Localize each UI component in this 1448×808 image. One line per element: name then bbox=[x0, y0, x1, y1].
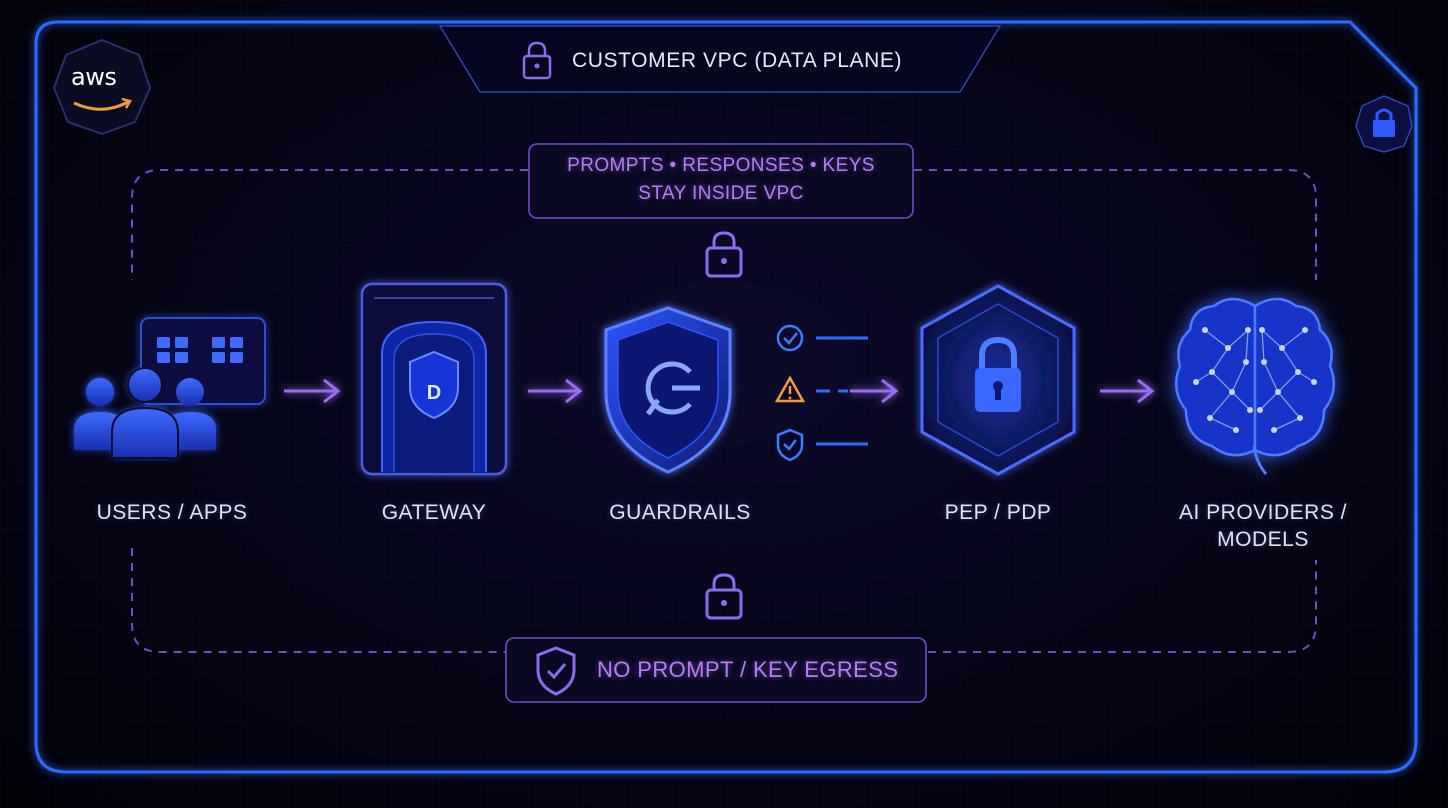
node-label-gateway: GATEWAY bbox=[381, 501, 487, 524]
title-tab bbox=[438, 25, 1002, 93]
aws-logo bbox=[52, 38, 152, 136]
callout-bottom-shield-icon bbox=[536, 646, 576, 696]
callout-top-box bbox=[528, 143, 914, 219]
brain-icon bbox=[1174, 297, 1336, 475]
vpc-dashed-boundary bbox=[131, 169, 1317, 653]
padlock-hexagon-icon bbox=[920, 284, 1076, 476]
warning-triangle-icon bbox=[774, 375, 848, 403]
callout-bottom-text: NO PROMPT / KEY EGRESS bbox=[597, 657, 899, 682]
callout-top-lock-icon bbox=[705, 231, 743, 278]
callout-top-line2: STAY INSIDE VPC bbox=[638, 183, 804, 204]
page-title: CUSTOMER VPC (DATA PLANE) bbox=[572, 49, 903, 72]
node-label-ai-line2: MODELS bbox=[1217, 528, 1309, 551]
callout-bottom-lock-icon bbox=[705, 573, 743, 620]
vpc-frame bbox=[34, 20, 1418, 774]
callout-top-text: PROMPTS • RESPONSES • KEYS STAY INSIDE V… bbox=[531, 152, 911, 208]
flow-arrows bbox=[284, 378, 1155, 404]
node-label-ai: AI PROVIDERS / MODELS bbox=[1153, 499, 1373, 553]
node-label-guardrails: GUARDRAILS bbox=[609, 501, 751, 524]
callout-top-line1: PROMPTS • RESPONSES • KEYS bbox=[567, 155, 875, 176]
shield-check-icon bbox=[776, 428, 868, 462]
gateway-badge-letter: D bbox=[427, 382, 441, 404]
gateway-door-icon bbox=[360, 282, 508, 476]
check-circle-icon bbox=[776, 324, 868, 352]
node-label-users: USERS / APPS bbox=[96, 501, 248, 524]
users-icon bbox=[74, 317, 266, 459]
corner-lock-icon bbox=[1355, 95, 1413, 153]
node-label-ai-line1: AI PROVIDERS / bbox=[1178, 501, 1348, 524]
node-label-pep: PEP / PDP bbox=[944, 501, 1052, 524]
aws-logo-text: aws bbox=[71, 63, 117, 91]
title-lock-icon bbox=[522, 41, 552, 80]
shield-icon bbox=[604, 306, 732, 474]
callout-bottom-box bbox=[505, 637, 927, 703]
